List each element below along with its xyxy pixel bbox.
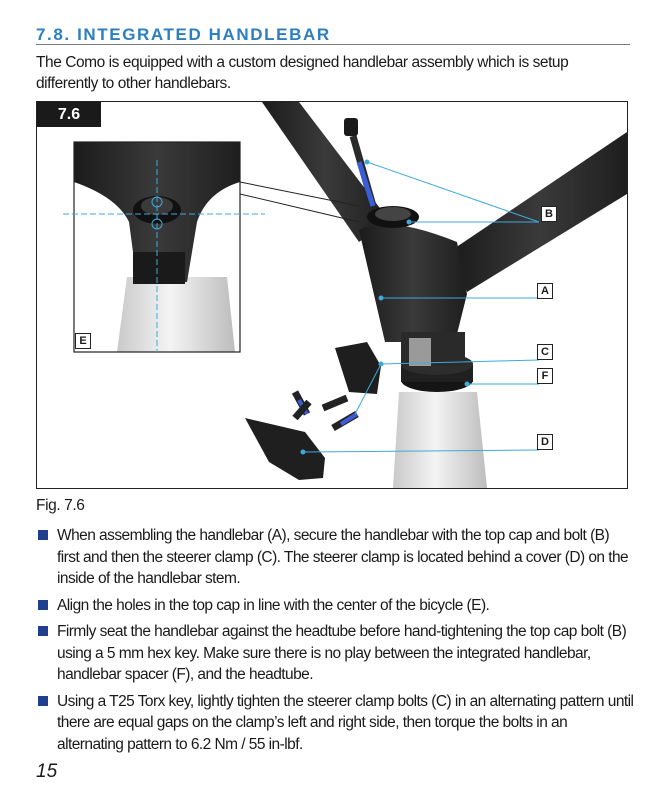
callout-e: E <box>75 333 91 349</box>
figure-7-6: 7.6 <box>36 101 628 489</box>
bullet-square-icon <box>38 599 48 610</box>
top-cap-bolt <box>344 118 358 136</box>
callout-a: A <box>537 283 553 299</box>
callout-f: F <box>537 368 553 384</box>
handlebar-left-arm <box>262 102 389 242</box>
callout-c: C <box>537 344 553 360</box>
list-item-text: Using a T25 Torx key, lightly tighten th… <box>57 692 634 753</box>
clamp-bolts <box>291 390 359 432</box>
list-item: Using a T25 Torx key, lightly tighten th… <box>36 691 634 756</box>
handlebar-right-arm <box>452 132 627 292</box>
stem-cover <box>245 418 325 480</box>
page-number: 15 <box>36 761 58 782</box>
intro-paragraph: The Como is equipped with a custom desig… <box>36 54 569 92</box>
headtube <box>393 392 487 488</box>
figure-number-tab: 7.6 <box>37 102 101 127</box>
list-item-text: Firmly seat the handlebar against the he… <box>57 623 627 683</box>
figure-caption: Fig. 7.6 <box>36 497 85 514</box>
handlebar-stem <box>359 224 467 342</box>
instruction-list: When assembling the handlebar (A), secur… <box>36 525 634 760</box>
callout-b: B <box>541 206 557 222</box>
list-item-text: When assembling the handlebar (A), secur… <box>57 527 629 587</box>
handlebar-illustration <box>63 102 627 488</box>
bullet-square-icon <box>38 530 48 540</box>
section-heading: 7.8. INTEGRATED HANDLEBAR <box>36 25 630 45</box>
steerer-clamp <box>335 342 381 394</box>
bullet-square-icon <box>38 626 48 636</box>
callout-d: D <box>537 434 553 450</box>
list-item: Firmly seat the handlebar against the he… <box>36 621 634 686</box>
list-item: When assembling the handlebar (A), secur… <box>36 525 634 590</box>
bullet-square-icon <box>38 695 48 706</box>
list-item-text: Align the holes in the top cap in line w… <box>57 596 490 614</box>
list-item: Align the holes in the top cap in line w… <box>36 595 634 617</box>
